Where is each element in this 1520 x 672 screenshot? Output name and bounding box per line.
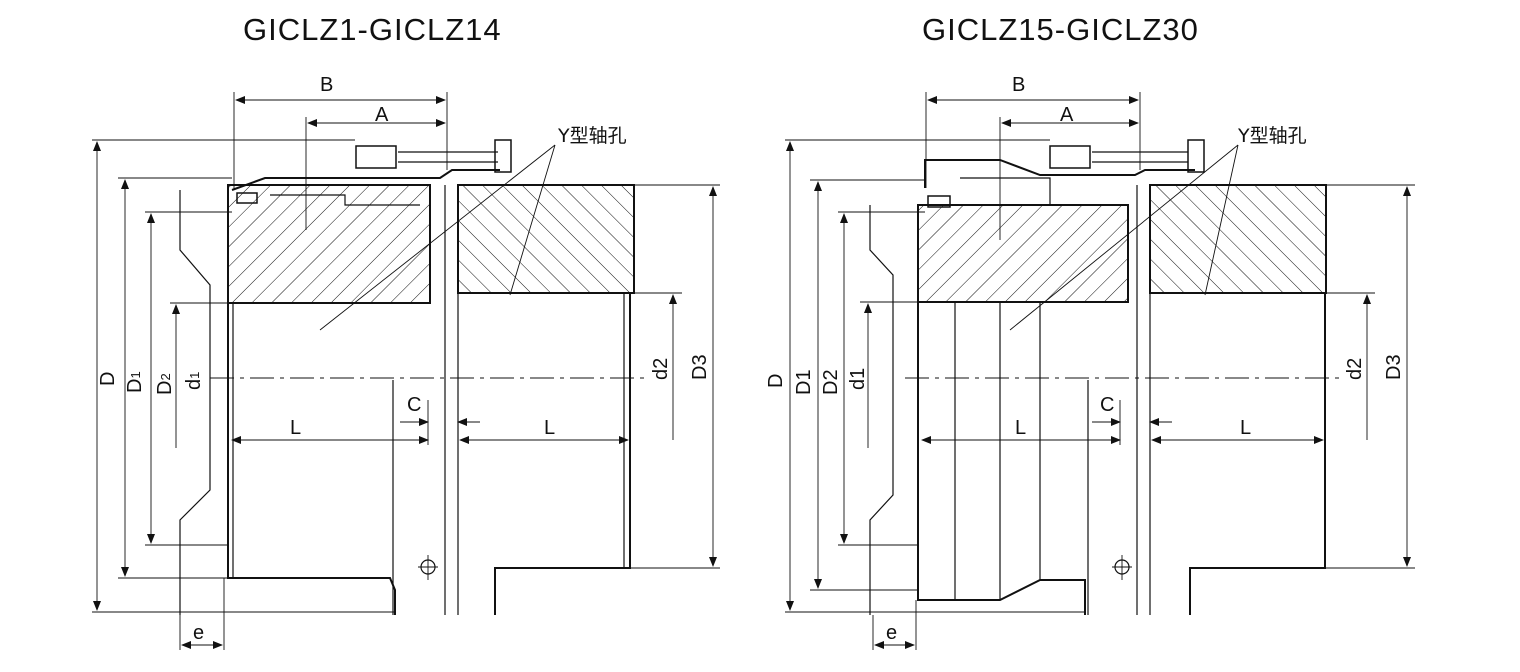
- label-a: A: [375, 104, 389, 126]
- label-l-right-r: L: [1240, 417, 1251, 439]
- label-l-left: L: [290, 417, 301, 439]
- label-b: B: [320, 74, 333, 96]
- hub-left-body: [227, 303, 396, 615]
- seal-ring-left: [236, 192, 258, 204]
- label-d1s-right: d1: [847, 368, 869, 390]
- drawing-left: B A Y型轴孔 D D1 D2 d1 d2 D3 L: [92, 74, 720, 650]
- label-d3: D3: [689, 354, 711, 380]
- hub-left-profile: [179, 190, 211, 615]
- label-y-bore-right: Y型轴孔: [1237, 125, 1307, 147]
- label-a-right: A: [1060, 104, 1074, 126]
- hub-left-section: [227, 184, 431, 304]
- leader-y-bore-r1: [1009, 144, 1239, 331]
- hub-right-section-r: [1149, 184, 1327, 294]
- sleeve-outline: [231, 169, 500, 191]
- label-d2-upper: D2: [154, 373, 176, 395]
- bolt-head-right: [1187, 139, 1205, 173]
- hub-left-body-r: [917, 302, 1086, 615]
- label-d: D: [97, 372, 119, 386]
- label-e-right: e: [886, 622, 897, 644]
- tooth-profile: [270, 194, 420, 206]
- label-d1-right: D1: [793, 369, 815, 395]
- label-d2-right: d2: [650, 358, 672, 380]
- hub-left-profile-r: [869, 205, 894, 615]
- label-d2-right-r: d2: [1344, 358, 1366, 380]
- label-d3-right: D3: [1383, 354, 1405, 380]
- sleeve-inner-r: [960, 177, 1051, 205]
- label-d2-lower-right: D2: [820, 369, 842, 395]
- hub-right-body-r: [1150, 292, 1326, 615]
- bolt-nut-right: [1049, 145, 1091, 169]
- bolt-head: [494, 139, 512, 173]
- label-d1: D1: [124, 371, 146, 393]
- hub-right-section: [457, 184, 635, 294]
- label-b-right: B: [1012, 74, 1025, 96]
- label-c-left: C: [407, 394, 421, 416]
- label-l-left-r: L: [1015, 417, 1026, 439]
- sleeve-outline-r: [924, 159, 1195, 188]
- leader-y-bore-2: [509, 144, 556, 296]
- diagram-title-left: GICLZ1-GICLZ14: [243, 12, 502, 47]
- label-c-right: C: [1100, 394, 1114, 416]
- bolt-nut-left: [355, 145, 397, 169]
- label-d1-lower: d1: [183, 372, 205, 390]
- label-l-right: L: [544, 417, 555, 439]
- leader-y-bore-1: [319, 144, 556, 331]
- hub-right-body: [458, 292, 631, 615]
- label-e-left: e: [193, 622, 204, 644]
- drawing-right: B A Y型轴孔 D D1 D2 d1 d2 D3 L L: [765, 74, 1415, 650]
- label-y-bore-left: Y型轴孔: [557, 125, 627, 147]
- seal-ring-right: [927, 195, 951, 208]
- diagram-title-right: GICLZ15-GICLZ30: [922, 12, 1199, 47]
- label-d-right: D: [765, 374, 787, 388]
- leader-y-bore-r2: [1204, 144, 1239, 296]
- hub-left-section-r: [917, 204, 1129, 303]
